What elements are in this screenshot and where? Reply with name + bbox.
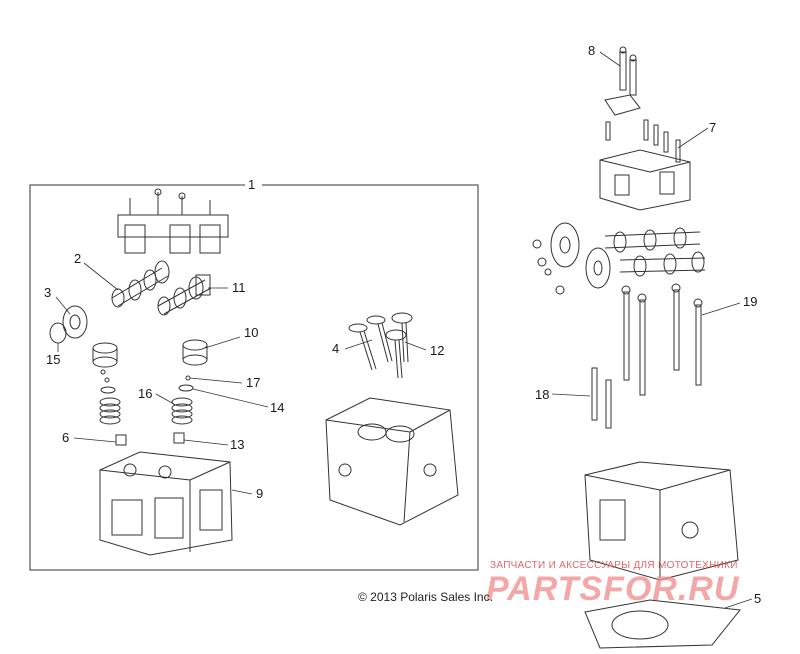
assembly-frame (29, 184, 479, 571)
long-head-bolts (621, 283, 703, 396)
head-gasket (584, 599, 741, 649)
cylinder-head-assembled (325, 397, 459, 526)
tappet-bucket-left (92, 342, 118, 368)
rocker-assembly (117, 188, 229, 254)
callout-6: 6 (62, 430, 69, 445)
callout-17: 17 (246, 375, 260, 390)
tappet-bucket-right (182, 339, 208, 366)
callout-10: 10 (244, 325, 258, 340)
head-bolts-top (619, 46, 637, 96)
exhaust-valves (385, 312, 413, 379)
callout-1: 1 (248, 177, 255, 192)
cam-bridge (604, 94, 641, 116)
leader-lines (55, 51, 753, 609)
callout-12: 12 (430, 343, 444, 358)
callout-19: 19 (743, 294, 757, 309)
cam-carrier (599, 149, 691, 211)
cylinder-head-exploded (99, 451, 233, 556)
callout-14: 14 (270, 400, 284, 415)
callout-5: 5 (754, 591, 761, 606)
sprocket-upper (550, 222, 580, 268)
copyright-notice: © 2013 Polaris Sales Inc. (358, 590, 493, 604)
short-bolts (591, 367, 612, 429)
callout-7: 7 (709, 120, 716, 135)
camshaft-intake (111, 260, 170, 308)
callout-18: 18 (535, 387, 549, 402)
head-assembled-right (584, 461, 739, 581)
cam-sprocket (62, 305, 88, 339)
callout-9: 9 (256, 486, 263, 501)
callout-2: 2 (74, 251, 81, 266)
valve-seal-left (115, 434, 127, 446)
watermark-tagline: ЗАПЧАСТИ И АКСЕССУАРЫ ДЛЯ МОТОТЕХНИКИ (490, 560, 738, 571)
callout-4: 4 (332, 341, 339, 356)
callout-8: 8 (588, 43, 595, 58)
valve-seal-right (173, 432, 185, 444)
circlip (49, 322, 67, 344)
valve-keepers-left (100, 369, 116, 394)
valve-spring-left (99, 397, 121, 425)
camshaft-exhaust (157, 274, 212, 316)
valve-spring-right (171, 397, 193, 425)
callout-15: 15 (46, 352, 60, 367)
intake-valves (348, 315, 393, 371)
bridge-bolts (605, 119, 681, 163)
callout-13: 13 (230, 437, 244, 452)
callout-labels: 1 2 3 4 5 6 7 8 9 10 11 12 13 14 15 16 1… (44, 43, 761, 606)
sprocket-lower (585, 247, 611, 289)
callout-11: 11 (232, 280, 246, 295)
callout-16: 16 (138, 386, 152, 401)
sprocket-bolts (532, 239, 565, 295)
watermark-logo: PARTSFOR.RU (486, 570, 740, 608)
camshafts-right (604, 227, 706, 277)
callout-3: 3 (44, 285, 51, 300)
